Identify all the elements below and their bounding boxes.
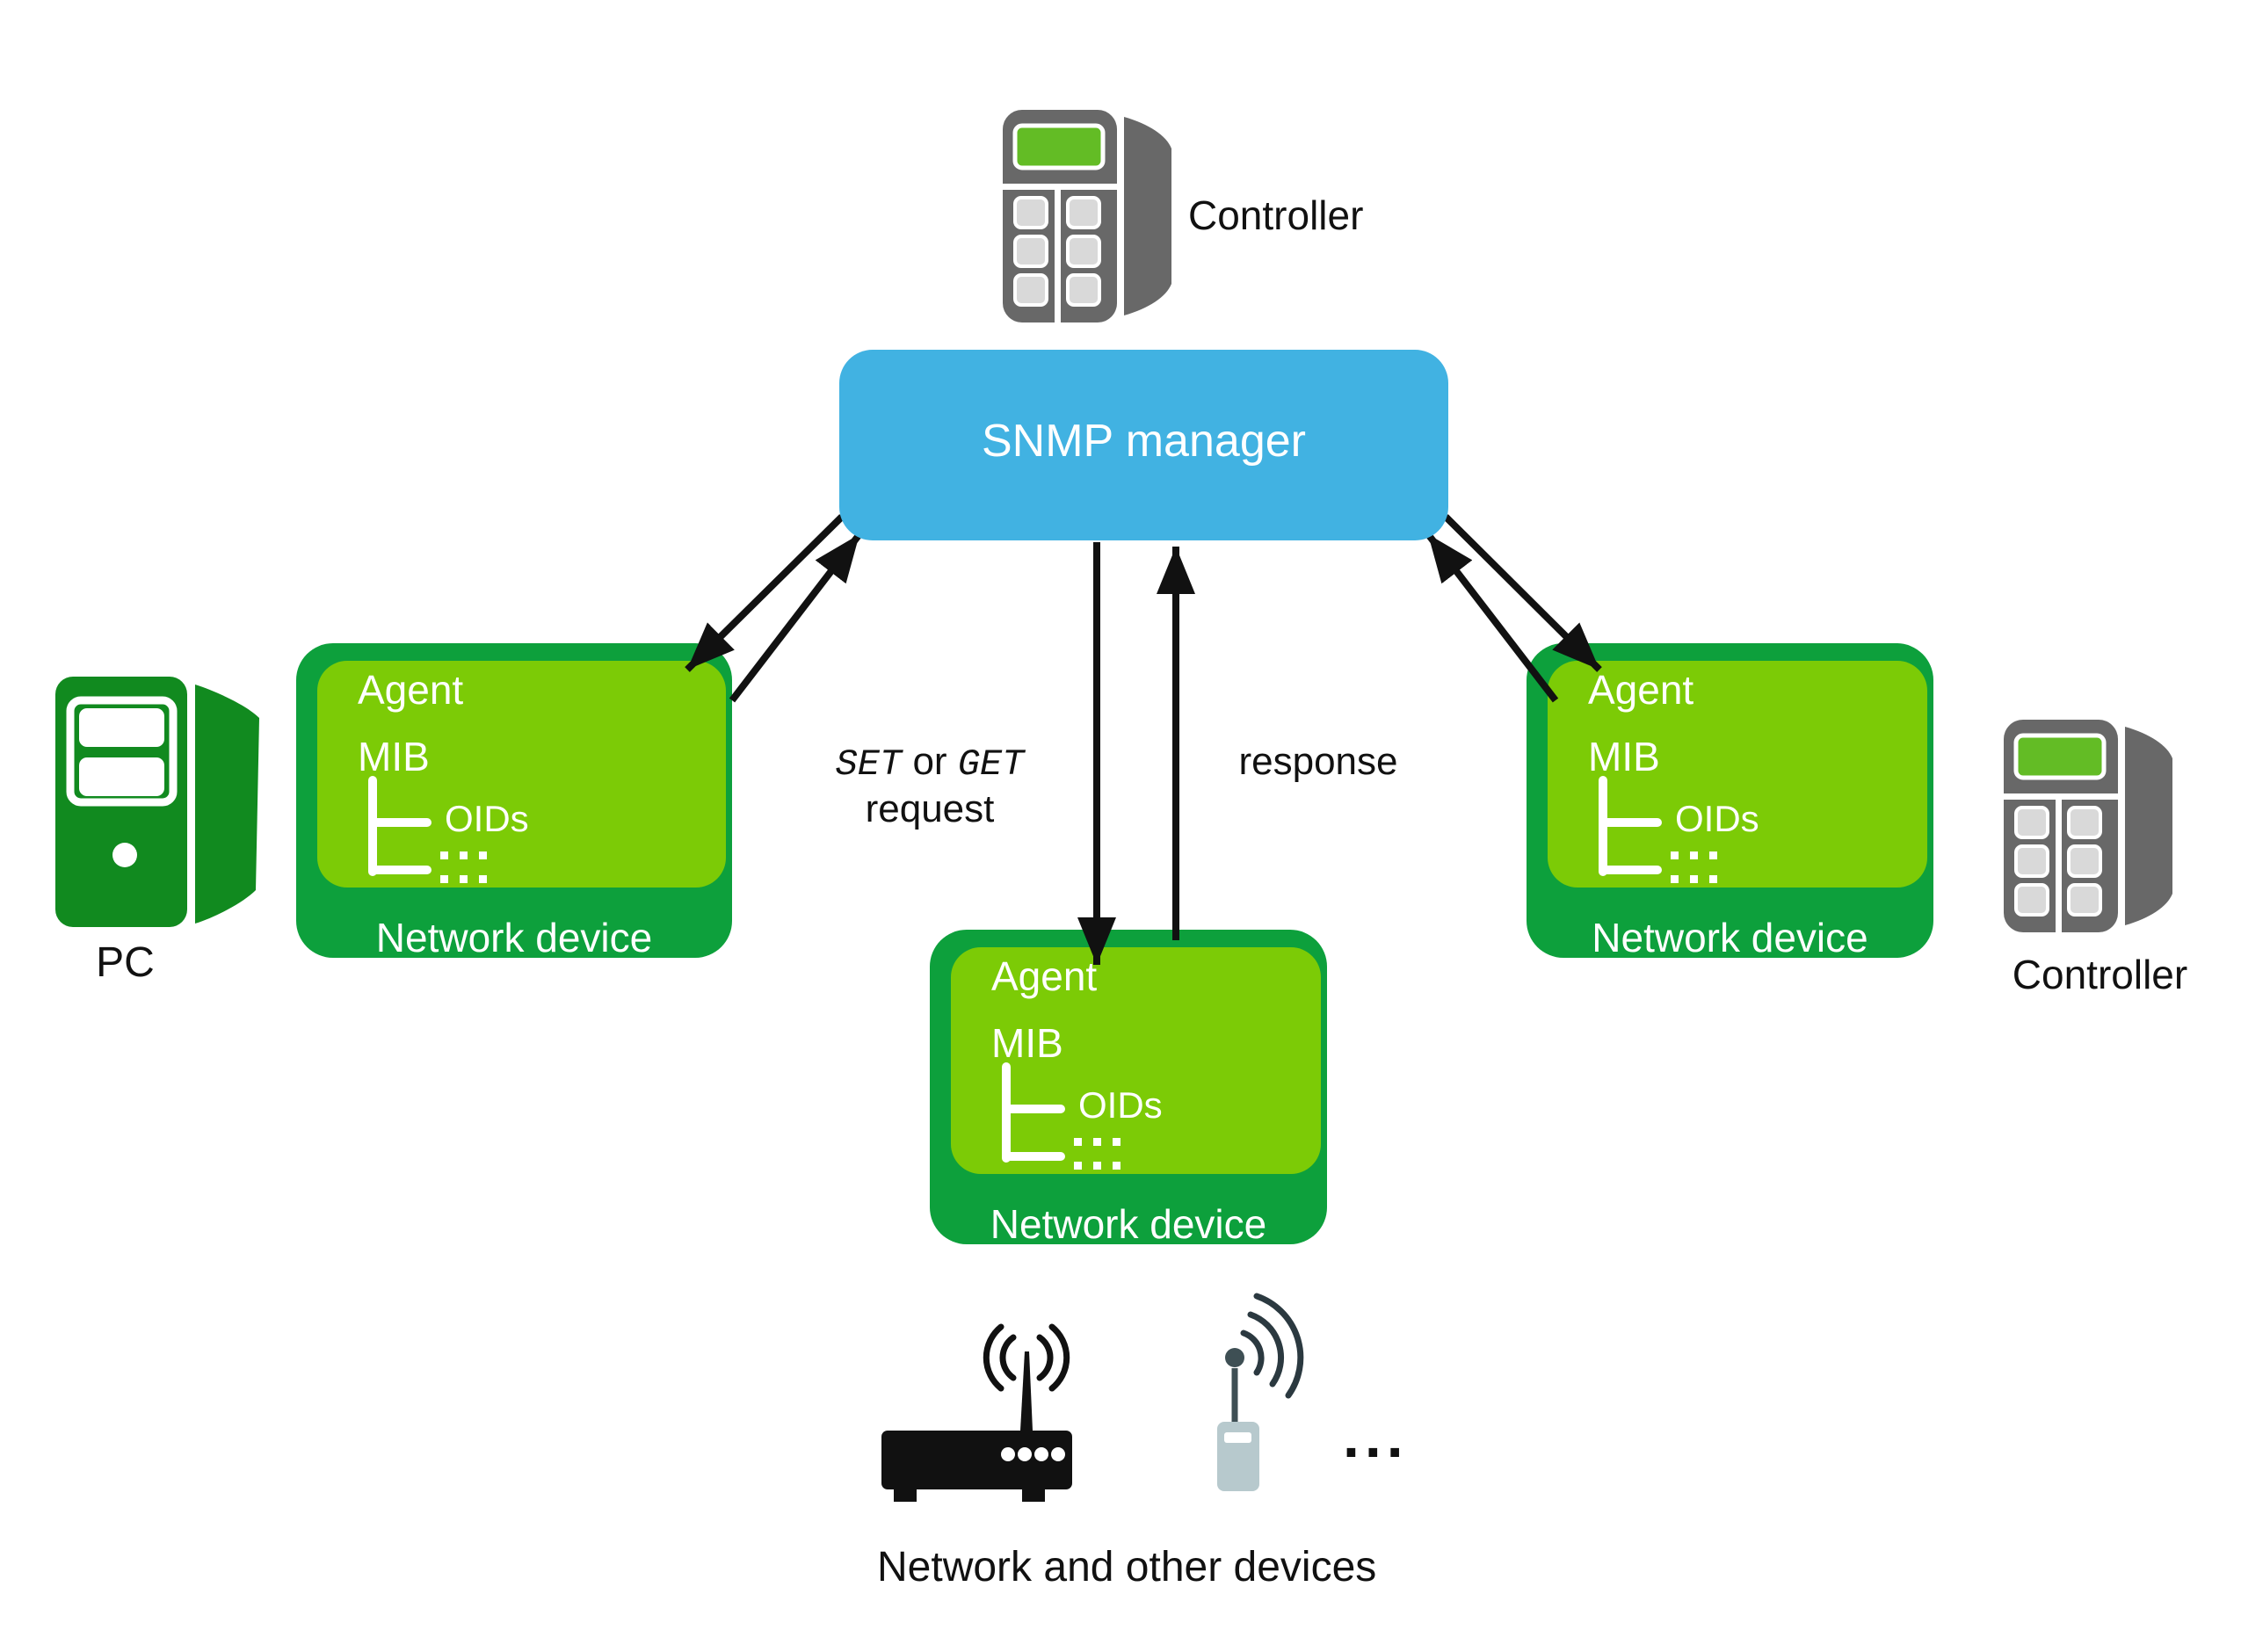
set-keyword: SET xyxy=(835,743,903,786)
agent-panel: Agent MIB OIDs xyxy=(317,661,726,888)
controller-icon-top xyxy=(1001,106,1177,326)
agent-panel: Agent MIB OIDs xyxy=(951,947,1321,1174)
get-keyword: GET xyxy=(957,743,1025,786)
mib-tree-icon xyxy=(368,776,487,883)
agent-panel: Agent MIB OIDs xyxy=(1548,661,1927,888)
or-word: or xyxy=(912,740,947,783)
arrow-left-agent-to-manager xyxy=(729,532,863,703)
oids-label: OIDs xyxy=(1675,798,1759,839)
response-label: response xyxy=(1238,740,1398,783)
controller-label-right: Controller xyxy=(2012,952,2188,997)
wireless-device-icon xyxy=(1217,1293,1304,1491)
request-label-line1: SET or GET xyxy=(772,740,1088,786)
mib-label: MIB xyxy=(358,734,430,779)
oids-label: OIDs xyxy=(445,798,529,839)
mib-label: MIB xyxy=(991,1020,1063,1066)
request-label-line2: request xyxy=(865,787,995,830)
network-device-caption: Network device xyxy=(375,915,653,960)
network-device-box-right: Agent MIB OIDs Network device xyxy=(1527,643,1933,960)
bottom-caption: Network and other devices xyxy=(877,1544,1377,1590)
agent-label: Agent xyxy=(358,667,464,713)
network-device-box-left: Agent MIB OIDs Network device xyxy=(296,643,732,960)
mib-tree-icon xyxy=(1599,776,1717,883)
agent-label: Agent xyxy=(991,953,1098,999)
mib-tree-icon xyxy=(1002,1062,1120,1170)
controller-icon-right xyxy=(2002,716,2178,936)
network-device-box-middle: Agent MIB OIDs Network device xyxy=(930,930,1327,1247)
network-device-caption: Network device xyxy=(990,1201,1267,1247)
controller-label-top: Controller xyxy=(1188,192,1364,238)
pc-label: PC xyxy=(96,939,155,986)
pc-icon xyxy=(55,677,259,927)
oids-label: OIDs xyxy=(1078,1084,1163,1126)
agent-label: Agent xyxy=(1588,667,1694,713)
snmp-manager-label: SNMP manager xyxy=(982,415,1306,467)
snmp-manager-box: SNMP manager xyxy=(839,350,1448,540)
network-device-caption: Network device xyxy=(1592,915,1868,960)
router-icon xyxy=(881,1323,1072,1502)
mib-label: MIB xyxy=(1588,734,1660,779)
more-devices-ellipsis: ... xyxy=(1343,1403,1409,1470)
